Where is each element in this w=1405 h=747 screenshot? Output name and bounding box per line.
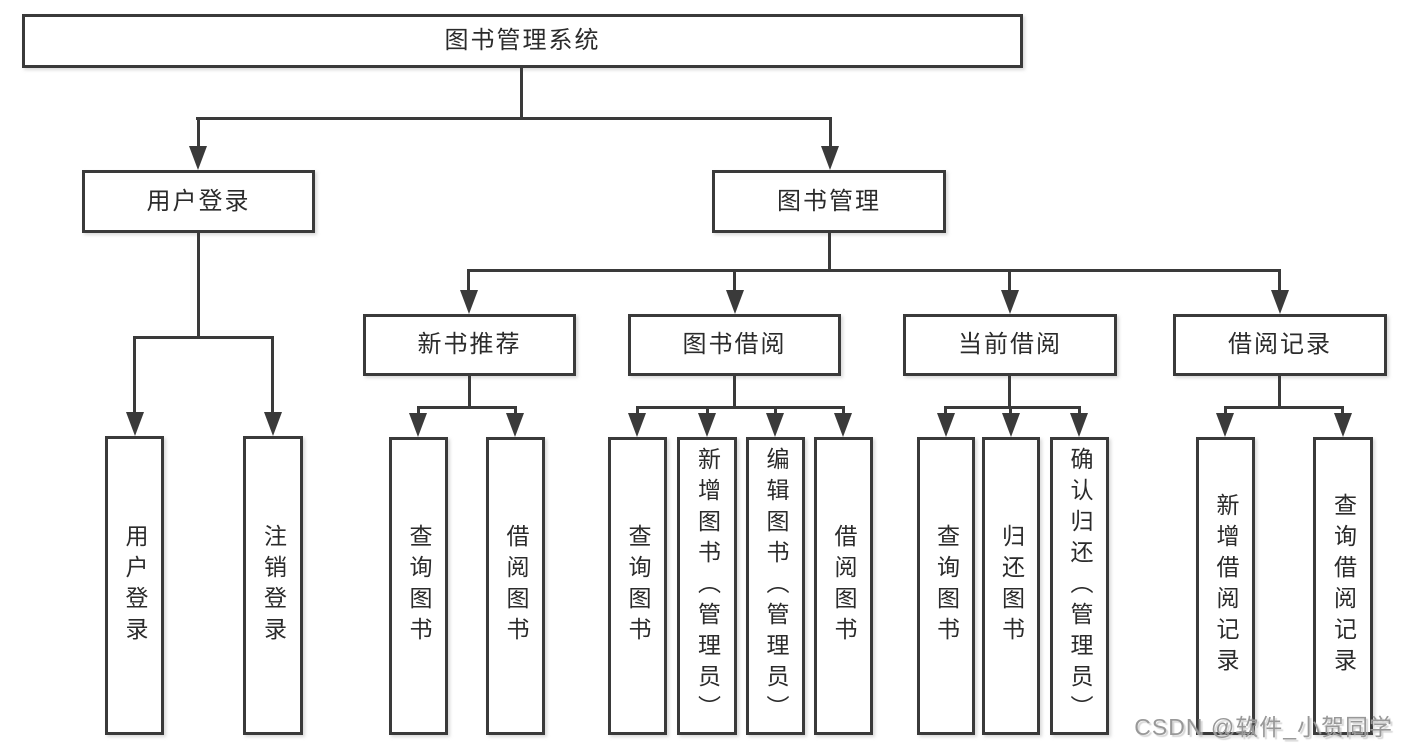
connector-group-vertical [1008, 376, 1011, 408]
leaf-label: 归还图书 [998, 524, 1025, 648]
leaf-query-book-current: 查询图书 [917, 437, 975, 735]
connector-management-vertical [828, 233, 831, 271]
leaf-borrow-book-recommend: 借阅图书 [486, 437, 545, 735]
connector-root-vertical [520, 68, 523, 118]
arrowhead-down-icon [189, 146, 207, 170]
leaf-add-book-admin: 新增图书（管理员） [677, 437, 737, 735]
connector-group-horizontal [944, 406, 1081, 409]
connector-stub [197, 117, 200, 148]
arrowhead-down-icon [726, 290, 744, 314]
node-book-management: 图书管理 [712, 170, 946, 233]
connector-stub [1078, 406, 1081, 415]
leaf-label: 新增图书（管理员） [694, 446, 721, 726]
leaf-label: 确认归还（管理员） [1067, 446, 1093, 726]
leaf-label: 查询图书 [625, 524, 651, 648]
connector-stub [417, 406, 420, 415]
connector-stub [1278, 269, 1281, 293]
leaf-label: 查询借阅记录 [1330, 493, 1357, 679]
leaf-logout: 注销登录 [243, 436, 303, 735]
leaf-label: 编辑图书（管理员） [763, 446, 789, 726]
csdn-watermark: CSDN @软件_小贺同学 [1134, 714, 1393, 740]
node-label: 图书管理 [777, 187, 881, 215]
connector-stub [944, 406, 947, 415]
node-current-borrowing: 当前借阅 [903, 314, 1117, 376]
connector-level2-horizontal [196, 117, 832, 120]
connector-stub [1009, 406, 1012, 415]
arrowhead-down-icon [821, 146, 839, 170]
arrowhead-down-icon [1216, 413, 1234, 437]
connector-group-horizontal [1224, 406, 1344, 409]
node-label: 用户登录 [146, 187, 251, 215]
arrowhead-down-icon [126, 412, 144, 436]
connector-login-vertical [197, 233, 200, 338]
connector-stub [514, 406, 517, 415]
connector-group-horizontal [417, 406, 517, 409]
connector-group-vertical [733, 376, 736, 408]
arrowhead-down-icon [264, 412, 282, 436]
leaf-query-book-recommend: 查询图书 [389, 437, 448, 735]
node-book-borrowing: 图书借阅 [628, 314, 841, 376]
connector-stub [774, 406, 777, 415]
connector-stub [467, 269, 470, 293]
connector-stub [1224, 406, 1227, 415]
leaf-label: 用户登录 [122, 523, 148, 648]
connector-stub [829, 117, 832, 148]
arrowhead-down-icon [1070, 413, 1088, 437]
connector-level3-horizontal [467, 269, 1281, 272]
node-borrowing-records: 借阅记录 [1173, 314, 1387, 376]
leaf-add-borrow-record: 新增借阅记录 [1196, 437, 1255, 735]
connector-group-vertical [468, 376, 471, 408]
node-label: 新书推荐 [417, 331, 522, 358]
arrowhead-down-icon [937, 413, 955, 437]
leaf-confirm-return-admin: 确认归还（管理员） [1050, 437, 1109, 735]
connector-stub [636, 406, 639, 415]
arrowhead-down-icon [460, 290, 478, 314]
connector-stub [133, 336, 136, 415]
node-user-login: 用户登录 [82, 170, 315, 233]
node-label: 当前借阅 [958, 331, 1062, 358]
connector-stub [1008, 269, 1011, 293]
arrowhead-down-icon [506, 413, 524, 437]
leaf-label: 借阅图书 [831, 524, 857, 648]
arrowhead-down-icon [409, 413, 427, 437]
connector-stub [271, 336, 274, 415]
arrowhead-down-icon [1001, 290, 1019, 314]
connector-stub [706, 406, 709, 415]
leaf-return-book: 归还图书 [982, 437, 1040, 735]
leaf-label: 注销登录 [260, 523, 287, 648]
connector-group-horizontal [636, 406, 845, 409]
node-label: 借阅记录 [1228, 331, 1332, 358]
leaf-edit-book-admin: 编辑图书（管理员） [746, 437, 805, 735]
node-new-book-recommendation: 新书推荐 [363, 314, 576, 376]
connector-group-vertical [1278, 376, 1281, 408]
arrowhead-down-icon [766, 413, 784, 437]
leaf-user-login: 用户登录 [105, 436, 164, 735]
arrowhead-down-icon [1271, 290, 1289, 314]
connector-stub [733, 269, 736, 293]
leaf-query-book-borrowing: 查询图书 [608, 437, 667, 735]
connector-login-horizontal [133, 336, 274, 339]
leaf-label: 借阅图书 [503, 524, 529, 648]
node-label: 图书借阅 [682, 331, 787, 358]
arrowhead-down-icon [628, 413, 646, 437]
leaf-query-borrow-record: 查询借阅记录 [1313, 437, 1373, 735]
arrowhead-down-icon [834, 413, 852, 437]
connector-stub [842, 406, 845, 415]
arrowhead-down-icon [1334, 413, 1352, 437]
leaf-label: 查询图书 [933, 524, 960, 648]
arrowhead-down-icon [698, 413, 716, 437]
node-library-system: 图书管理系统 [22, 14, 1023, 68]
connector-stub [1341, 406, 1344, 415]
leaf-label: 新增借阅记录 [1213, 493, 1239, 679]
leaf-borrow-book: 借阅图书 [814, 437, 873, 735]
arrowhead-down-icon [1002, 413, 1020, 437]
node-label: 图书管理系统 [444, 27, 601, 54]
leaf-label: 查询图书 [406, 524, 432, 648]
